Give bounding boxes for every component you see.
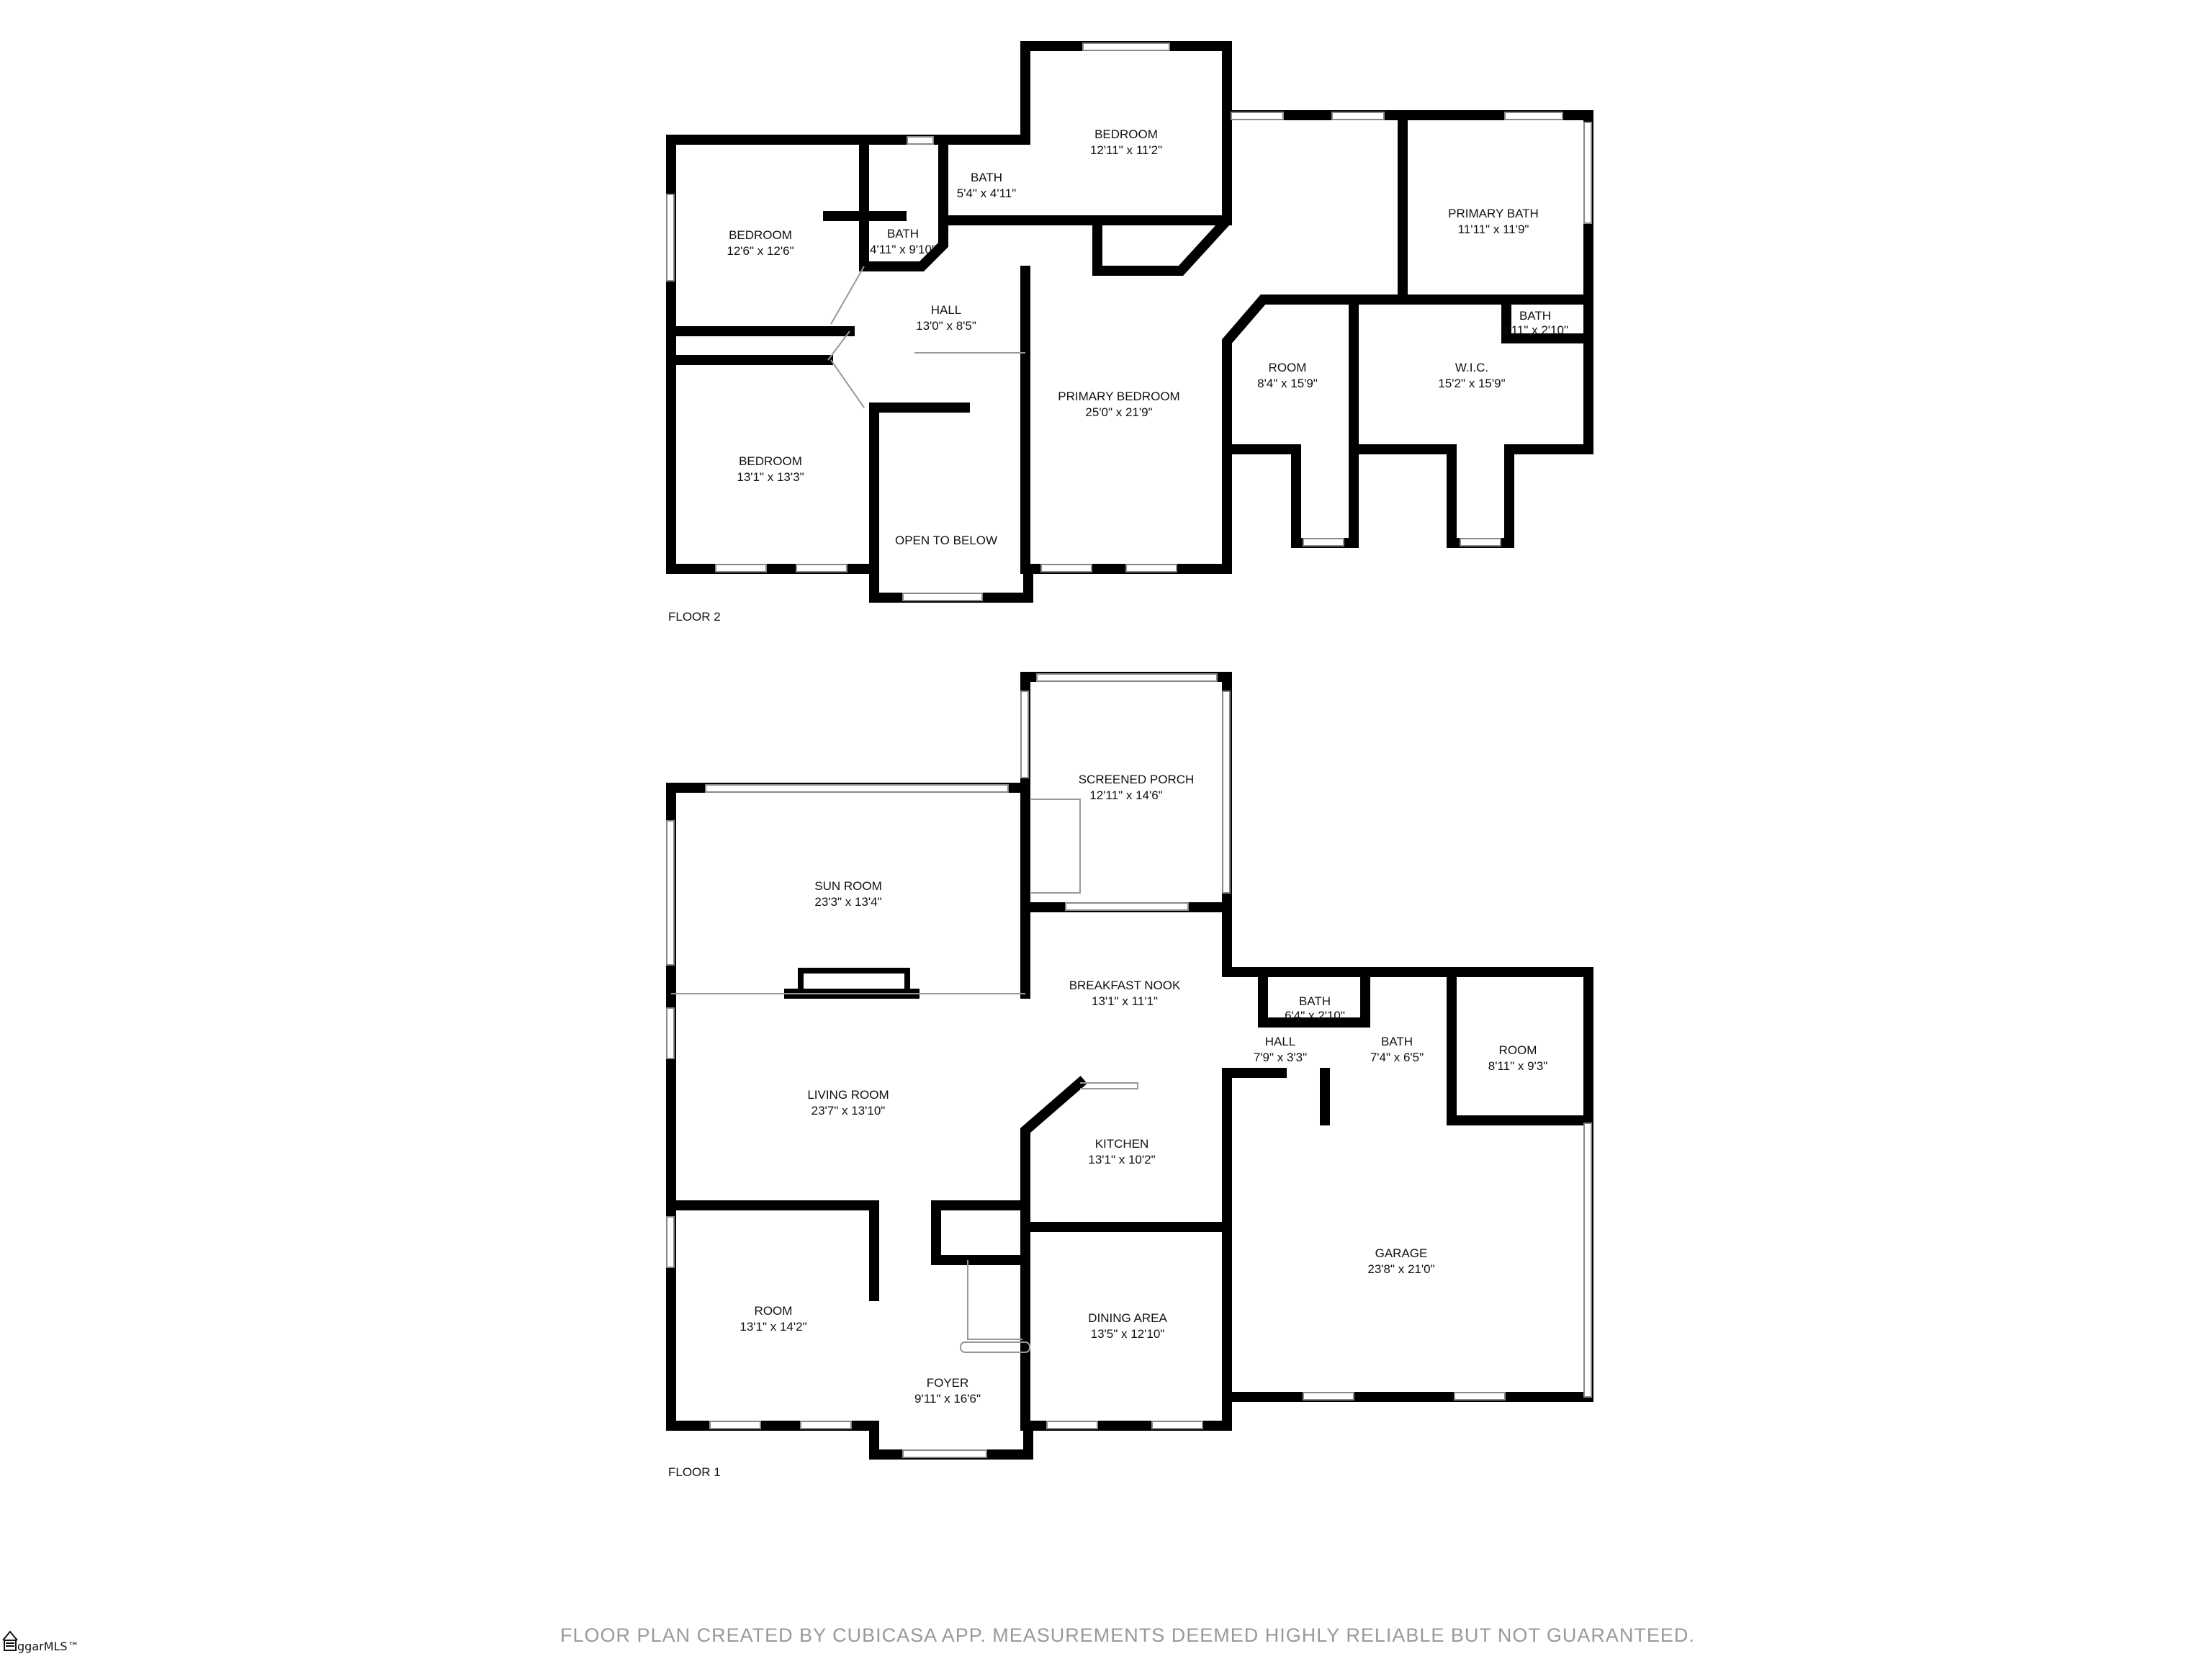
room-name: W.I.C. (1455, 361, 1488, 374)
room-size: 15'2" x 15'9" (1438, 377, 1505, 390)
room-size: 13'0" x 8'5" (916, 319, 976, 333)
room-size: 23'3" x 13'4" (814, 895, 881, 909)
room-size: 1'11" x 2'10" (1502, 323, 1568, 337)
logo-text: ggarMLS™ (17, 1640, 79, 1653)
room-name: BEDROOM (739, 454, 802, 468)
room-name: BATH (971, 171, 1002, 184)
room-size: 6'4" x 2'10" (1285, 1009, 1345, 1022)
floor2-labels: BEDROOM 12'11" x 11'2" BATH 5'4" x 4'11"… (668, 127, 1568, 624)
room-name: ROOM (1499, 1043, 1537, 1057)
floor2-label: FLOOR 2 (668, 610, 721, 624)
floor1-walls (666, 672, 1593, 1460)
room-size: 13'1" x 11'1" (1092, 994, 1158, 1008)
footer-disclaimer: FLOOR PLAN CREATED BY CUBICASA APP. MEAS… (560, 1624, 1695, 1646)
room-size: 11'11" x 11'9" (1458, 222, 1529, 236)
room-size: 13'1" x 14'2" (739, 1320, 806, 1334)
logo: ggarMLS™ (2, 1630, 79, 1653)
room-name: SUN ROOM (814, 879, 882, 893)
room-size: 12'11" x 11'2" (1090, 143, 1162, 157)
house-icon (2, 1630, 18, 1651)
floor1-labels: SCREENED PORCH 12'11" x 14'6" SUN ROOM 2… (668, 773, 1547, 1479)
room-name: ROOM (755, 1304, 793, 1318)
room-size: 25'0" x 21'9" (1085, 405, 1152, 419)
room-size: 12'11" x 14'6" (1089, 788, 1162, 802)
room-name: ROOM (1269, 361, 1307, 374)
room-name: BATH (1299, 994, 1331, 1008)
room-name: BREAKFAST NOOK (1069, 979, 1181, 992)
room-size: 23'7" x 13'10" (811, 1104, 886, 1118)
room-name: BEDROOM (1094, 127, 1158, 141)
room-name: BATH (1381, 1035, 1413, 1048)
room-size: 9'11" x 16'6" (914, 1392, 981, 1406)
room-name: HALL (1265, 1035, 1296, 1048)
room-name: PRIMARY BEDROOM (1058, 390, 1179, 403)
room-size: 8'4" x 15'9" (1257, 377, 1318, 390)
room-name: PRIMARY BATH (1448, 207, 1539, 220)
room-name: FOYER (927, 1376, 969, 1390)
room-name: LIVING ROOM (807, 1088, 889, 1102)
room-name: HALL (931, 303, 962, 317)
room-size: 8'11" x 9'3" (1488, 1059, 1548, 1073)
room-size: 5'4" x 4'11" (957, 186, 1017, 200)
room-size: 23'8" x 21'0" (1367, 1262, 1434, 1276)
room-name: BEDROOM (729, 228, 792, 242)
room-name: BATH (1519, 309, 1551, 323)
room-size: 13'1" x 10'2" (1088, 1153, 1155, 1166)
room-name: BATH (887, 227, 919, 240)
room-size: 13'1" x 13'3" (737, 470, 804, 484)
room-name: SCREENED PORCH (1079, 773, 1195, 786)
room-name: KITCHEN (1095, 1137, 1149, 1151)
room-name: OPEN TO BELOW (895, 534, 997, 547)
room-name: GARAGE (1375, 1246, 1428, 1260)
room-name: DINING AREA (1088, 1311, 1167, 1325)
floor1-label: FLOOR 1 (668, 1465, 721, 1479)
floor2-walls (666, 41, 1593, 603)
room-size: 4'11" x 9'10" (870, 243, 936, 256)
room-size: 12'6" x 12'6" (727, 244, 793, 258)
room-size: 7'4" x 6'5" (1370, 1051, 1424, 1064)
room-size: 7'9" x 3'3" (1254, 1051, 1307, 1064)
room-size: 13'5" x 12'10" (1091, 1327, 1165, 1341)
